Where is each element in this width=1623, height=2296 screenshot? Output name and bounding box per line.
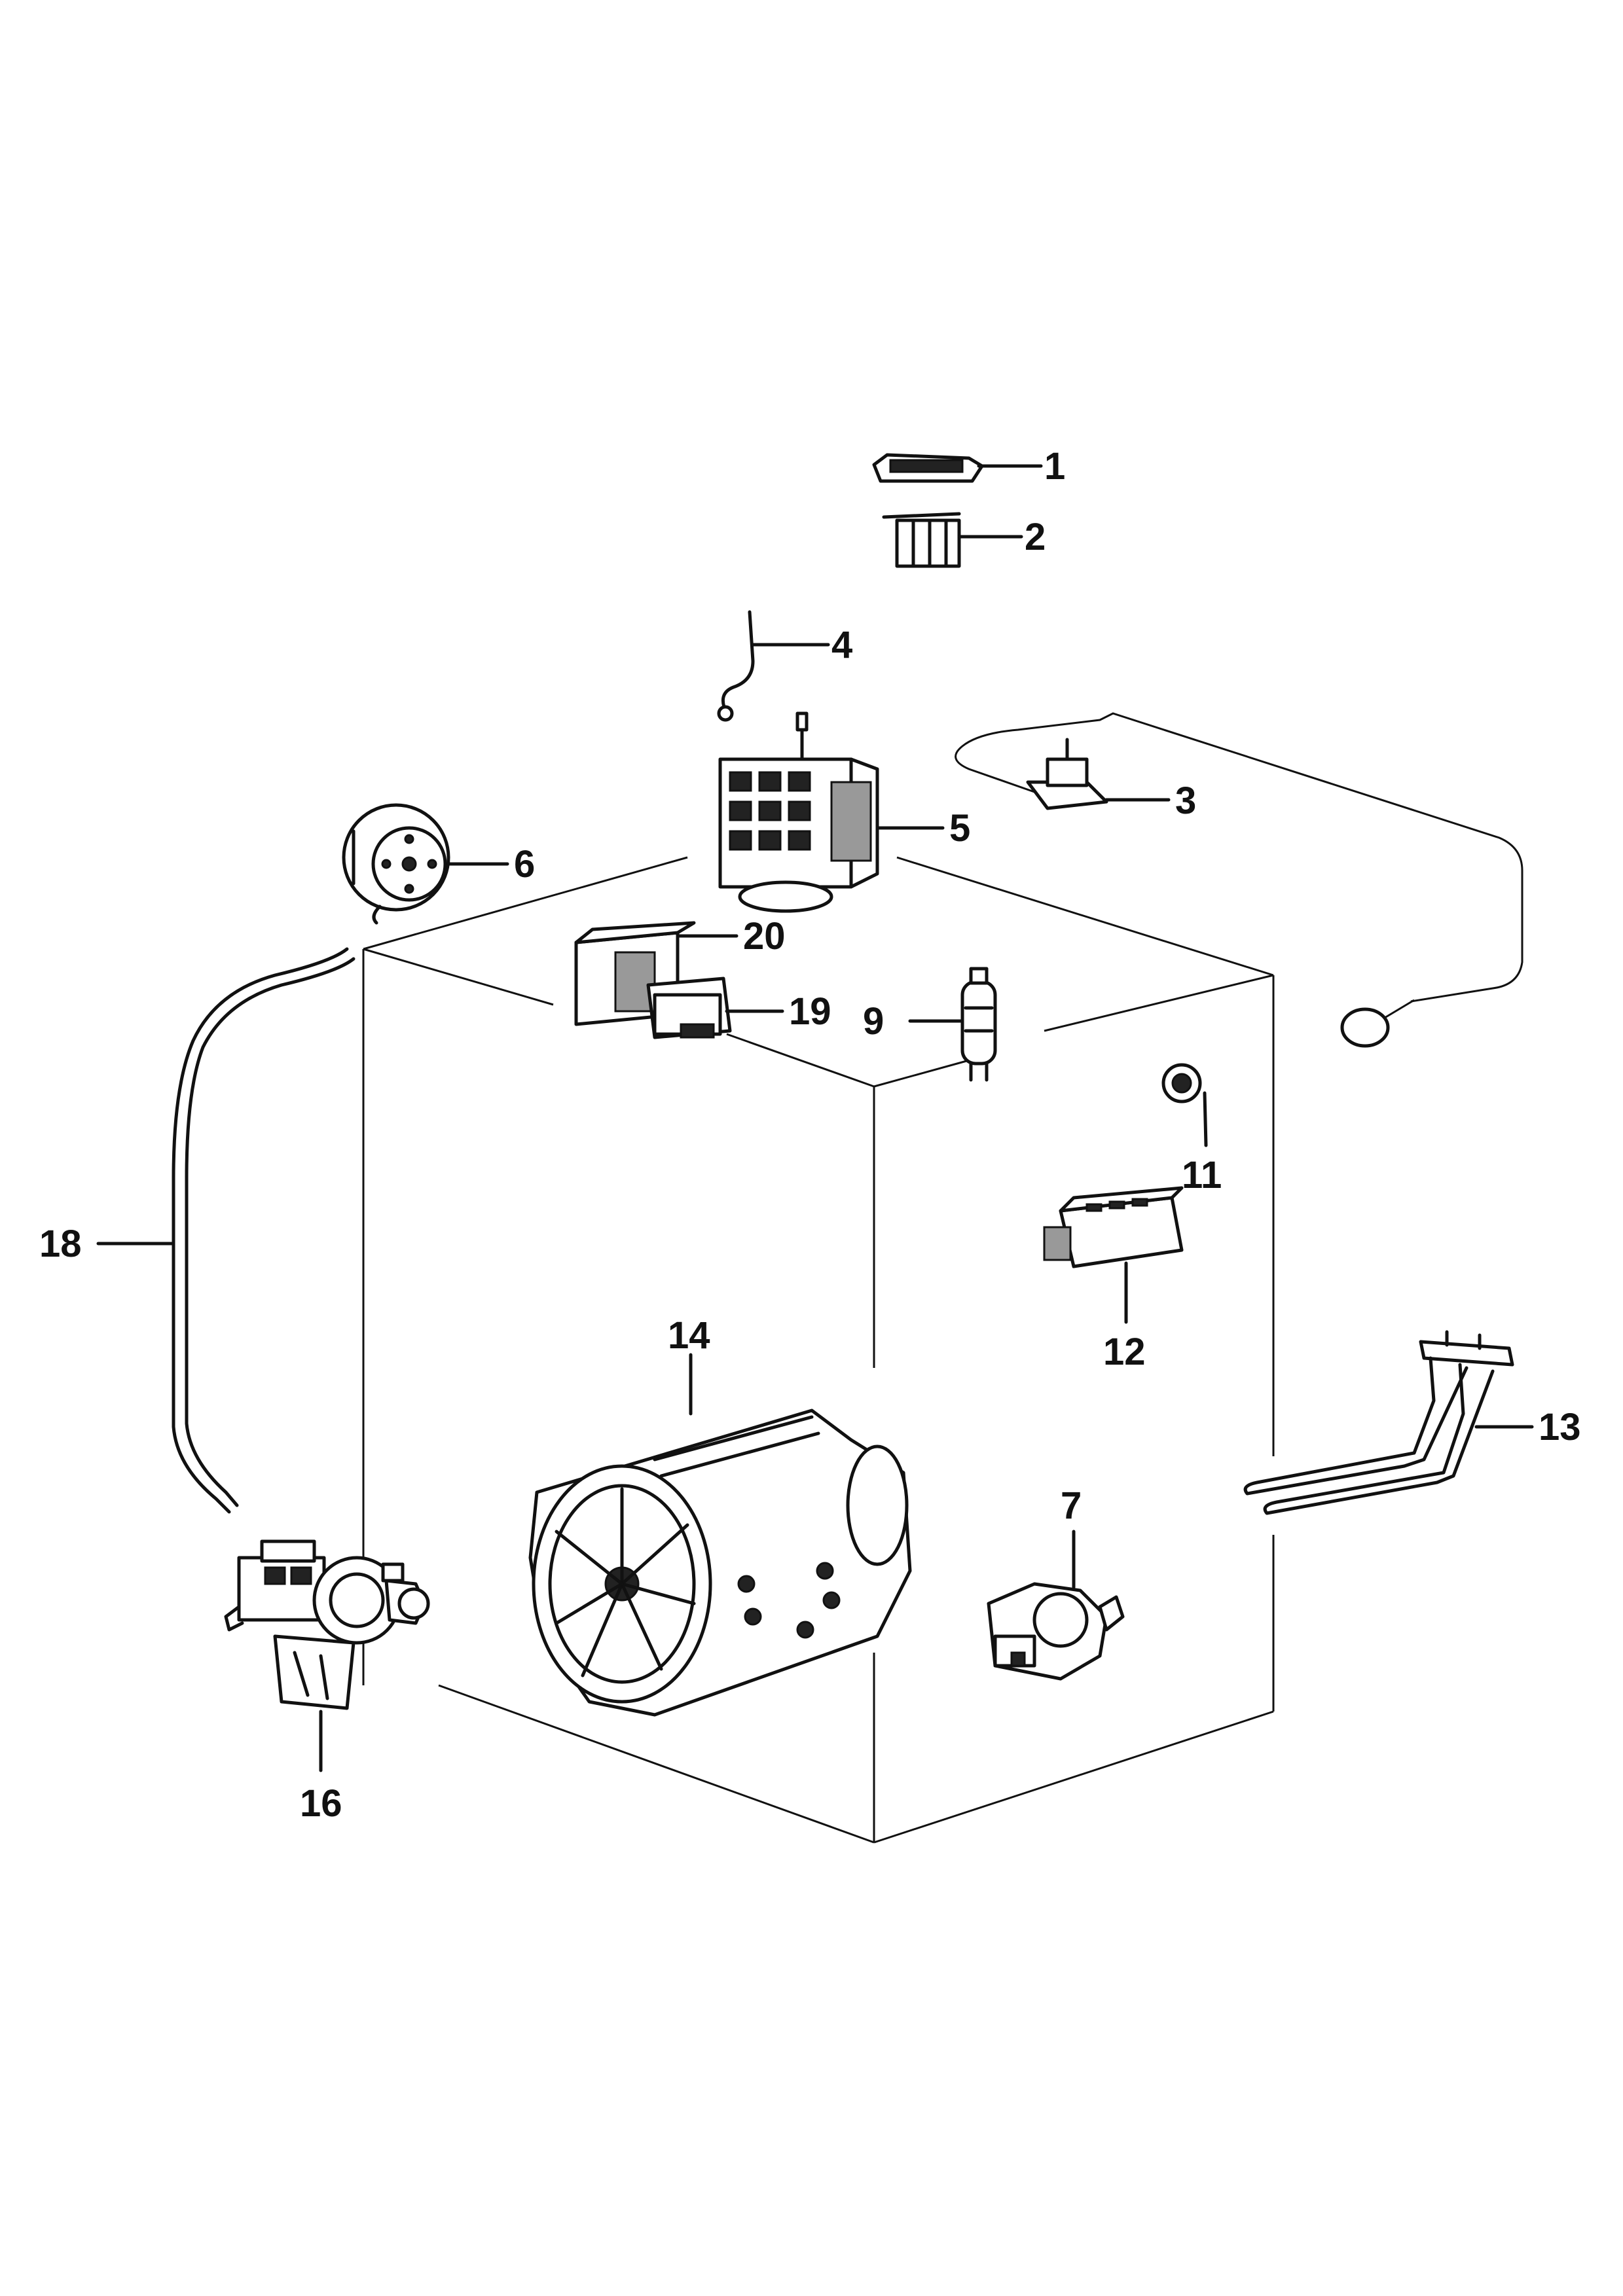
- label-5: 5: [949, 807, 970, 850]
- part-2-switch-block: [882, 512, 1023, 568]
- part-4-probe: [717, 610, 830, 722]
- label-13: 13: [1539, 1406, 1581, 1448]
- part-5-programmer: [718, 711, 945, 913]
- label-20: 20: [743, 915, 786, 958]
- label-1: 1: [1044, 445, 1065, 488]
- part-18-hose: [96, 947, 356, 1514]
- label-14: 14: [668, 1314, 710, 1357]
- label-11: 11: [1182, 1154, 1222, 1196]
- cabinet-outline: [362, 856, 1275, 1844]
- part-13-heating-element: [1243, 1330, 1534, 1515]
- part-19-relay: [646, 977, 784, 1039]
- part-11-bushing: [1161, 1063, 1208, 1147]
- label-3: 3: [1175, 780, 1196, 822]
- part-1-gasket: [872, 453, 1043, 483]
- label-4: 4: [831, 624, 852, 666]
- part-7-valve: [987, 1530, 1125, 1681]
- part-6-pump-motor: [342, 803, 509, 925]
- part-16-drain-pump: [224, 1539, 430, 1772]
- label-18: 18: [39, 1223, 82, 1265]
- part-3-thermostat: [955, 712, 1523, 1048]
- label-2: 2: [1025, 516, 1046, 558]
- label-9: 9: [863, 1000, 884, 1043]
- part-14-drum-motor: [528, 1353, 912, 1717]
- part-12-door-interlock: [1043, 1186, 1184, 1324]
- label-12: 12: [1103, 1331, 1146, 1373]
- label-16: 16: [300, 1782, 342, 1825]
- part-9-capacitor: [908, 967, 997, 1082]
- label-19: 19: [789, 990, 831, 1033]
- label-6: 6: [514, 843, 535, 886]
- label-7: 7: [1061, 1484, 1082, 1527]
